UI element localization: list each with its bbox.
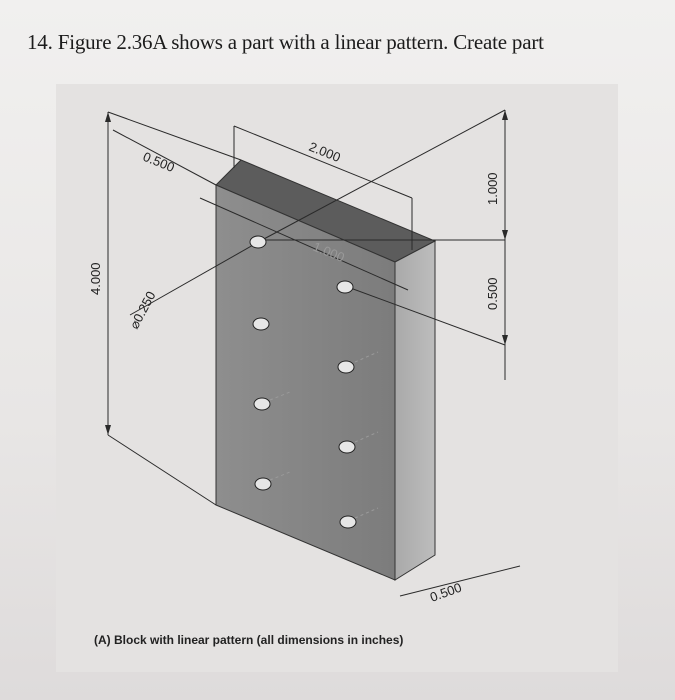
hole [253, 397, 271, 411]
hole-pattern [249, 235, 357, 529]
block-side-face [394, 240, 436, 581]
hole [252, 317, 270, 331]
question-text: Figure 2.36A shows a part with a linear … [57, 30, 544, 54]
question-number: 14. [27, 30, 53, 54]
dimension-arrows [105, 110, 508, 435]
figure-caption: (A) Block with linear pattern (all dimen… [94, 633, 404, 647]
hole [254, 477, 272, 491]
hole [249, 235, 267, 249]
dim-overall-width: 2.000 [307, 139, 343, 165]
dim-height: 4.000 [88, 262, 103, 295]
dim-right-spacing: 1.000 [485, 172, 500, 205]
hole [337, 360, 355, 374]
hole-centerlines [269, 351, 379, 519]
dim-hole-diameter: ⌀0.250 [126, 289, 158, 332]
dim-thickness: 0.500 [428, 580, 464, 605]
dimension-lines [107, 109, 521, 597]
hole [338, 440, 356, 454]
dim-right-offset: 0.500 [485, 277, 500, 310]
question-heading: 14. Figure 2.36A shows a part with a lin… [27, 30, 544, 55]
hole [336, 280, 354, 294]
dim-edge-offset: 0.500 [141, 149, 177, 175]
hole [339, 515, 357, 529]
